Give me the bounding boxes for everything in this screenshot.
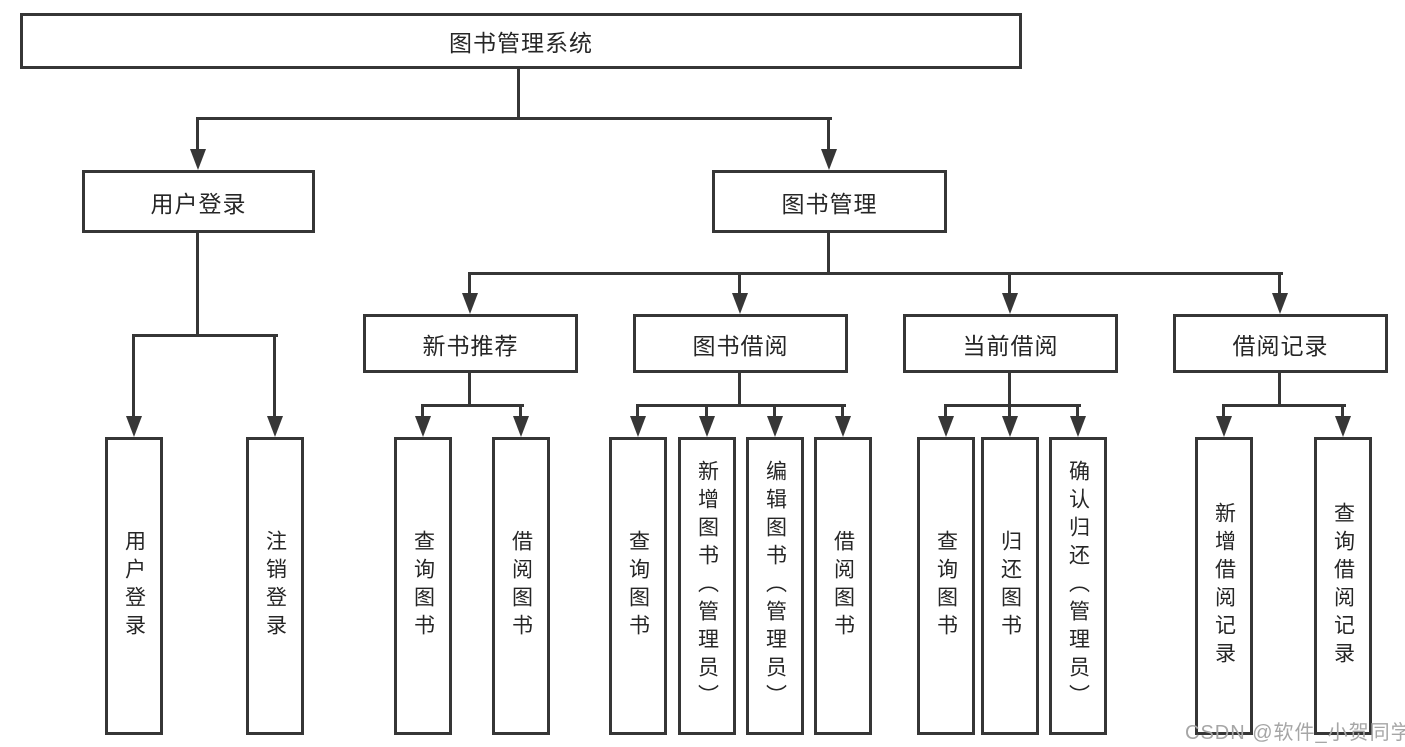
connector-line bbox=[636, 404, 639, 418]
connector-line bbox=[944, 404, 947, 418]
node-user-login: 用户登录 bbox=[82, 170, 315, 233]
arrow-down-icon bbox=[1335, 416, 1351, 437]
arrow-down-icon bbox=[821, 149, 837, 170]
leaf-confirm-return-admin: 确认归还（管理员） bbox=[1049, 437, 1107, 735]
connector-line bbox=[1076, 404, 1079, 418]
arrow-down-icon bbox=[1070, 416, 1086, 437]
connector-line bbox=[421, 404, 524, 407]
connector-line bbox=[1278, 373, 1281, 406]
connector-line bbox=[1008, 373, 1011, 406]
arrow-down-icon bbox=[732, 293, 748, 314]
node-label: 查询借阅记录 bbox=[1331, 502, 1355, 670]
connector-line bbox=[196, 117, 199, 152]
node-label: 当前借阅 bbox=[962, 332, 1059, 359]
arrow-down-icon bbox=[267, 416, 283, 437]
node-label: 新增图书（管理员） bbox=[695, 460, 719, 712]
leaf-query-books: 查询图书 bbox=[917, 437, 975, 735]
node-label: 注销登录 bbox=[263, 530, 287, 642]
leaf-user-login: 用户登录 bbox=[105, 437, 163, 735]
connector-line bbox=[738, 272, 741, 296]
arrow-down-icon bbox=[1216, 416, 1232, 437]
connector-line bbox=[1222, 404, 1346, 407]
arrow-down-icon bbox=[938, 416, 954, 437]
node-current-borrowing: 当前借阅 bbox=[903, 314, 1118, 373]
node-label: 图书管理 bbox=[781, 190, 878, 217]
node-book-borrowing: 图书借阅 bbox=[633, 314, 848, 373]
node-label: 借阅图书 bbox=[509, 530, 533, 642]
node-label: 查询图书 bbox=[411, 530, 435, 642]
leaf-edit-books-admin: 编辑图书（管理员） bbox=[746, 437, 804, 735]
arrow-down-icon bbox=[126, 416, 142, 437]
node-label: 用户登录 bbox=[122, 530, 146, 642]
node-label: 新书推荐 bbox=[422, 332, 519, 359]
arrow-down-icon bbox=[630, 416, 646, 437]
connector-line bbox=[517, 69, 520, 118]
connector-line bbox=[468, 272, 471, 296]
connector-line bbox=[773, 404, 776, 418]
connector-line bbox=[1008, 272, 1011, 296]
connector-line bbox=[519, 404, 522, 418]
leaf-query-borrow-record: 查询借阅记录 bbox=[1314, 437, 1372, 735]
connector-line bbox=[132, 334, 278, 337]
connector-line bbox=[273, 334, 276, 420]
leaf-query-books: 查询图书 bbox=[609, 437, 667, 735]
leaf-borrow-books: 借阅图书 bbox=[492, 437, 550, 735]
connector-line bbox=[827, 233, 830, 274]
connector-line bbox=[1222, 404, 1225, 418]
node-label: 新增借阅记录 bbox=[1212, 502, 1236, 670]
connector-line bbox=[468, 373, 471, 406]
arrow-down-icon bbox=[513, 416, 529, 437]
node-new-book-recommendation: 新书推荐 bbox=[363, 314, 578, 373]
node-label: 图书管理系统 bbox=[449, 30, 593, 56]
node-label: 借阅图书 bbox=[831, 530, 855, 642]
leaf-add-borrow-record: 新增借阅记录 bbox=[1195, 437, 1253, 735]
node-label: 查询图书 bbox=[934, 530, 958, 642]
connector-line bbox=[468, 272, 1283, 275]
arrow-down-icon bbox=[462, 293, 478, 314]
leaf-return-books: 归还图书 bbox=[981, 437, 1039, 735]
arrow-down-icon bbox=[767, 416, 783, 437]
connector-line bbox=[705, 404, 708, 418]
connector-line bbox=[636, 404, 846, 407]
csdn-watermark: CSDN @软件_小贺同学 bbox=[1185, 722, 1405, 744]
connector-line bbox=[1341, 404, 1344, 418]
connector-line bbox=[132, 334, 135, 420]
node-label: 查询图书 bbox=[626, 530, 650, 642]
node-label: 编辑图书（管理员） bbox=[763, 460, 787, 712]
connector-line bbox=[944, 404, 1081, 407]
connector-line bbox=[421, 404, 424, 418]
leaf-add-books-admin: 新增图书（管理员） bbox=[678, 437, 736, 735]
arrow-down-icon bbox=[1272, 293, 1288, 314]
arrow-down-icon bbox=[835, 416, 851, 437]
connector-line bbox=[1008, 404, 1011, 418]
connector-line bbox=[841, 404, 844, 418]
connector-line bbox=[1278, 272, 1281, 296]
node-label: 用户登录 bbox=[150, 190, 247, 217]
node-label: 归还图书 bbox=[998, 530, 1022, 642]
connector-line bbox=[196, 233, 199, 336]
leaf-query-books: 查询图书 bbox=[394, 437, 452, 735]
arrow-down-icon bbox=[1002, 416, 1018, 437]
node-label: 图书借阅 bbox=[692, 332, 789, 359]
node-label: 借阅记录 bbox=[1232, 332, 1329, 359]
node-label: 确认归还（管理员） bbox=[1066, 460, 1090, 712]
arrow-down-icon bbox=[699, 416, 715, 437]
leaf-borrow-books: 借阅图书 bbox=[814, 437, 872, 735]
node-book-management: 图书管理 bbox=[712, 170, 947, 233]
arrow-down-icon bbox=[415, 416, 431, 437]
leaf-logout: 注销登录 bbox=[246, 437, 304, 735]
arrow-down-icon bbox=[1002, 293, 1018, 314]
connector-line bbox=[196, 117, 832, 120]
connector-line bbox=[738, 373, 741, 406]
arrow-down-icon bbox=[190, 149, 206, 170]
node-borrowing-records: 借阅记录 bbox=[1173, 314, 1388, 373]
node-library-management-system: 图书管理系统 bbox=[20, 13, 1022, 69]
connector-line bbox=[827, 117, 830, 152]
